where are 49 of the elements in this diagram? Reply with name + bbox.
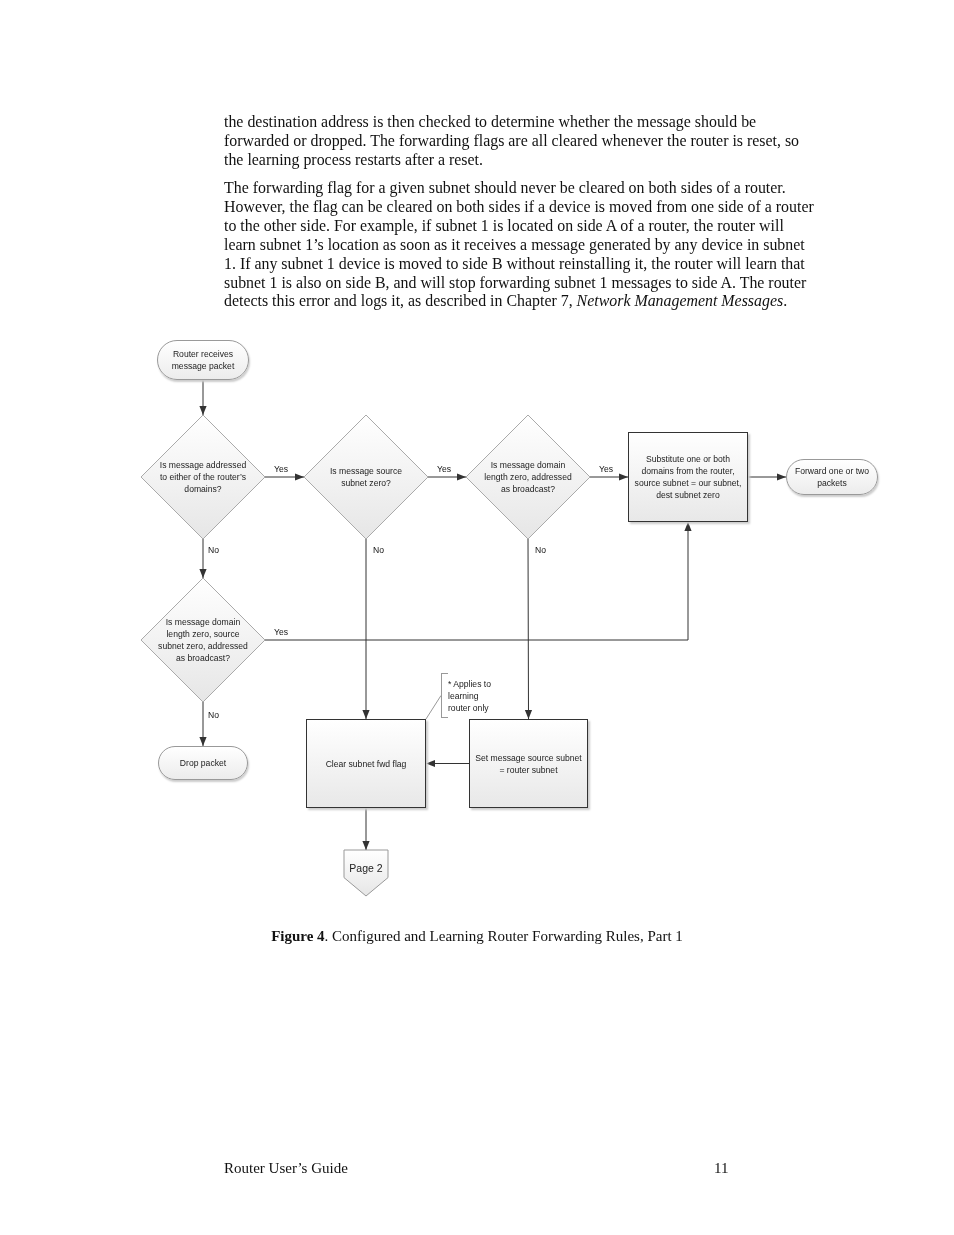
leader-line: [425, 695, 442, 720]
node-text: * Applies to learning router only: [448, 677, 492, 714]
arrow: [362, 538, 370, 720]
arrow: [427, 473, 467, 481]
arrow: [362, 807, 370, 851]
off-page-connector: [344, 850, 388, 896]
arrow: [264, 473, 305, 481]
node-text: Forward one or two packets: [793, 465, 870, 489]
arrow: [199, 538, 207, 579]
node-text: Clear subnet fwd flag: [324, 757, 408, 770]
edge-label: No: [207, 545, 220, 556]
node-text: Set message source subnet = router subnet: [474, 751, 583, 776]
node-text: Is message domain length zero, addressed as broadcast?: [483, 459, 573, 495]
figure-caption: Figure 4. Configured and Learning Router Forwarding Rules, Part 1: [270, 928, 684, 945]
edge-label: No: [207, 710, 220, 721]
node-text: Is message source subnet zero?: [328, 465, 404, 489]
arrow: [264, 521, 692, 641]
body-paragraph: The forwarding flag for a given subnet should never be cleared on both sides of a router. However, the flag can be cleared on both sides if a device is moved from one side of a router to the other side. For example, if subnet 1 is located on side A of a router, the router will learn subnet 1’s location as soon as it receives a message generated by any device in subnet 1. If any subnet 1 device is moved to side B without reinstalling it, the router will learn that subnet 1 is also on side B, and will stop forwarding subnet 1 messages to side A. The router detects this error and logs it, as described in Chapter 7, Network Management Messages.: [224, 179, 815, 312]
body-paragraph: the destination address is then checked to determine whether the message should be forwarded or dropped. The forwarding flags are all cleared whenever the router is reset, so the learning process restarts after a reset.: [224, 113, 801, 170]
terminator-shape: [786, 459, 878, 495]
terminator-shape: [157, 340, 249, 380]
decision-diamond: [141, 578, 265, 702]
terminator-shape: [158, 746, 248, 780]
edge-label: Yes: [273, 627, 290, 638]
node-text: Drop packet: [178, 757, 228, 769]
arrow: [425, 759, 470, 768]
node-text: Substitute one or both domains from the router, source subnet = our subnet, dest subnet zero: [633, 453, 743, 501]
arrow: [589, 473, 629, 481]
arrow: [747, 473, 787, 481]
process-box: [306, 719, 426, 808]
footer-text: Router User’s Guide: [224, 1160, 348, 1177]
edge-label: No: [372, 545, 385, 556]
edge-label: Yes: [436, 464, 453, 475]
process-box: [628, 432, 748, 522]
process-box: [469, 719, 588, 808]
arrow: [199, 701, 207, 747]
arrow: [524, 538, 533, 720]
node-text: Router receives message packet: [170, 348, 236, 372]
decision-diamond: [466, 415, 590, 539]
decision-diamond: [141, 415, 265, 539]
edge-label: Yes: [273, 464, 290, 475]
edge-label: Yes: [598, 464, 615, 475]
edge-label: No: [534, 545, 547, 556]
arrow: [199, 379, 207, 416]
decision-diamond: [304, 415, 428, 539]
node-text: Is message addressed to either of the router’s domains?: [158, 459, 248, 495]
node-text: Page 2: [348, 862, 384, 874]
node-text: Is message domain length zero, source subnet zero, addressed as broadcast?: [157, 616, 249, 664]
page-number: 11: [714, 1160, 729, 1177]
